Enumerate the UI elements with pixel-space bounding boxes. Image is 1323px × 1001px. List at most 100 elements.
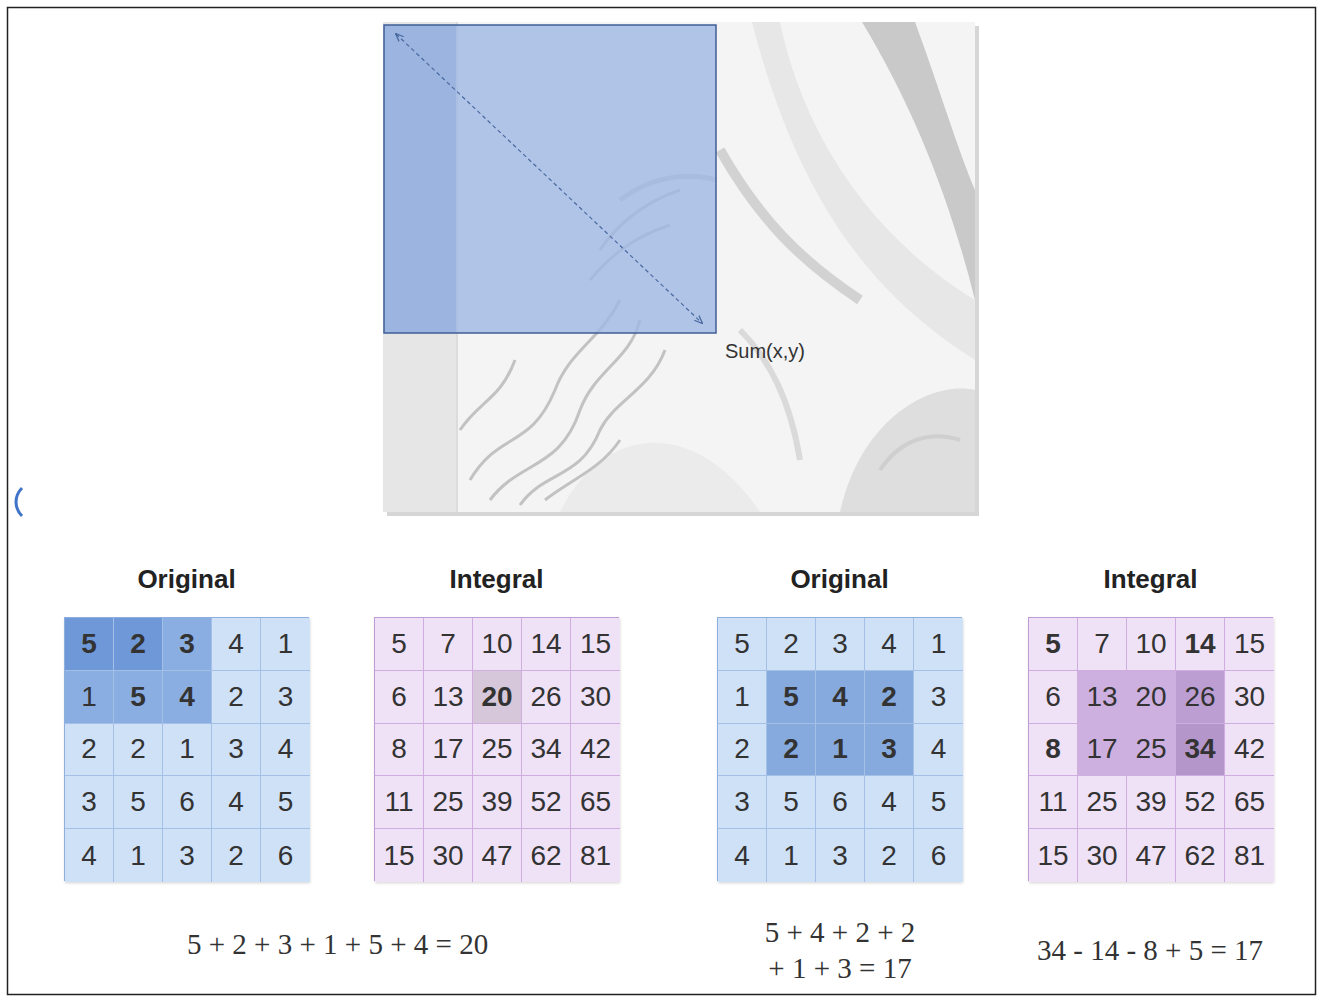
grid-cell: 1 bbox=[718, 671, 767, 724]
grid-cell: 4 bbox=[65, 829, 114, 882]
grid-cell: 4 bbox=[914, 724, 963, 777]
grid-frame: 5234115423221343564541326 bbox=[64, 617, 309, 881]
grid-cell: 5 bbox=[375, 618, 424, 671]
sum-equation: 34 - 14 - 8 + 5 = 17 bbox=[1037, 932, 1263, 968]
grid-cell: 62 bbox=[522, 829, 571, 882]
grid-cell: 25 bbox=[1127, 724, 1176, 777]
grid-cell: 5 bbox=[1029, 618, 1078, 671]
grid-cell: 5 bbox=[914, 776, 963, 829]
grid-cell: 81 bbox=[571, 829, 620, 882]
grid-cell: 39 bbox=[1127, 776, 1176, 829]
grid-cell: 7 bbox=[1078, 618, 1127, 671]
grid-cell: 25 bbox=[424, 776, 473, 829]
grid-frame: 5710141561320263081725344211253952651530… bbox=[1028, 617, 1273, 881]
grid-cell: 5 bbox=[718, 618, 767, 671]
grid-cell: 15 bbox=[375, 829, 424, 882]
grid-cell: 81 bbox=[1225, 829, 1274, 882]
photo bbox=[383, 22, 979, 516]
grid-cell: 47 bbox=[1127, 829, 1176, 882]
sum-region bbox=[384, 25, 716, 333]
grid-cell: 4 bbox=[865, 618, 914, 671]
grid-cell: 7 bbox=[424, 618, 473, 671]
grid-cell: 11 bbox=[1029, 776, 1078, 829]
grid-cell: 4 bbox=[816, 671, 865, 724]
grid-cell: 3 bbox=[163, 618, 212, 671]
grid-cell: 42 bbox=[571, 724, 620, 777]
grid-cell: 4 bbox=[212, 776, 261, 829]
grid-cell: 2 bbox=[114, 618, 163, 671]
grid-cell: 5 bbox=[114, 776, 163, 829]
grid-cell: 5 bbox=[767, 776, 816, 829]
grid-cell: 25 bbox=[1078, 776, 1127, 829]
grid-cell: 65 bbox=[1225, 776, 1274, 829]
grid-cell: 3 bbox=[163, 829, 212, 882]
grid-cell: 1 bbox=[114, 829, 163, 882]
grid-cell: 10 bbox=[1127, 618, 1176, 671]
grid-cell: 2 bbox=[114, 724, 163, 777]
grid-cell: 2 bbox=[65, 724, 114, 777]
number-grid: Original5234115423221343564541326 bbox=[64, 557, 309, 881]
grid-cell: 39 bbox=[473, 776, 522, 829]
grid-cell: 6 bbox=[914, 829, 963, 882]
grid-cell: 6 bbox=[163, 776, 212, 829]
grid-cell: 14 bbox=[1176, 618, 1225, 671]
grid-cell: 15 bbox=[1029, 829, 1078, 882]
grid-cell: 5 bbox=[65, 618, 114, 671]
grid-cell: 4 bbox=[718, 829, 767, 882]
grid-frame: 5234115423221343564541326 bbox=[717, 617, 962, 881]
grid-cell: 34 bbox=[522, 724, 571, 777]
grid-cell: 1 bbox=[767, 829, 816, 882]
grid-cell: 20 bbox=[1127, 671, 1176, 724]
grid-cell: 1 bbox=[261, 618, 310, 671]
grid-cell: 6 bbox=[261, 829, 310, 882]
grid-cell: 2 bbox=[212, 829, 261, 882]
grid-cell: 15 bbox=[1225, 618, 1274, 671]
grid-cell: 3 bbox=[865, 724, 914, 777]
sum-equation: 5 + 4 + 2 + 2 + 1 + 3 = 17 bbox=[754, 914, 926, 986]
grid-cell: 6 bbox=[375, 671, 424, 724]
grid-cell: 6 bbox=[1029, 671, 1078, 724]
grid-cell: 5 bbox=[114, 671, 163, 724]
grid-heading: Original bbox=[64, 557, 309, 601]
grid-cell: 62 bbox=[1176, 829, 1225, 882]
page-frame bbox=[8, 8, 1316, 995]
grid-cell: 4 bbox=[163, 671, 212, 724]
grid-cell: 17 bbox=[1078, 724, 1127, 777]
grid-heading: Integral bbox=[374, 557, 619, 601]
diagonal-arrow bbox=[396, 34, 702, 323]
number-grid: Integral57101415613202630817253442112539… bbox=[374, 557, 619, 881]
grid-cell: 3 bbox=[914, 671, 963, 724]
grid-cell: 14 bbox=[522, 618, 571, 671]
grid-cell: 17 bbox=[424, 724, 473, 777]
grid-cell: 2 bbox=[718, 724, 767, 777]
grid-cell: 26 bbox=[522, 671, 571, 724]
sum-equation: 5 + 2 + 3 + 1 + 5 + 4 = 20 bbox=[187, 926, 488, 962]
grid-cell: 52 bbox=[1176, 776, 1225, 829]
grid-cell: 2 bbox=[212, 671, 261, 724]
number-grid: Integral57101415613202630817253442112539… bbox=[1028, 557, 1273, 881]
grid-cell: 6 bbox=[816, 776, 865, 829]
grid-cell: 2 bbox=[865, 829, 914, 882]
grid-cell: 2 bbox=[865, 671, 914, 724]
grid-cell: 2 bbox=[767, 618, 816, 671]
grid-cell: 10 bbox=[473, 618, 522, 671]
grid-cell: 8 bbox=[375, 724, 424, 777]
grid-cell: 47 bbox=[473, 829, 522, 882]
sum-label: Sum(x,y) bbox=[725, 340, 805, 363]
grid-cell: 8 bbox=[1029, 724, 1078, 777]
grid-cell: 34 bbox=[1176, 724, 1225, 777]
grid-cell: 3 bbox=[816, 829, 865, 882]
grid-cell: 3 bbox=[65, 776, 114, 829]
grid-cell: 20 bbox=[473, 671, 522, 724]
grid-cell: 13 bbox=[424, 671, 473, 724]
grid-cell: 15 bbox=[571, 618, 620, 671]
grid-cell: 30 bbox=[571, 671, 620, 724]
grid-cell: 1 bbox=[65, 671, 114, 724]
grid-cell: 3 bbox=[718, 776, 767, 829]
grid-cell: 4 bbox=[865, 776, 914, 829]
grid-cell: 1 bbox=[914, 618, 963, 671]
grid-frame: 5710141561320263081725344211253952651530… bbox=[374, 617, 619, 881]
grid-cell: 30 bbox=[1078, 829, 1127, 882]
grid-cell: 65 bbox=[571, 776, 620, 829]
grid-cell: 11 bbox=[375, 776, 424, 829]
